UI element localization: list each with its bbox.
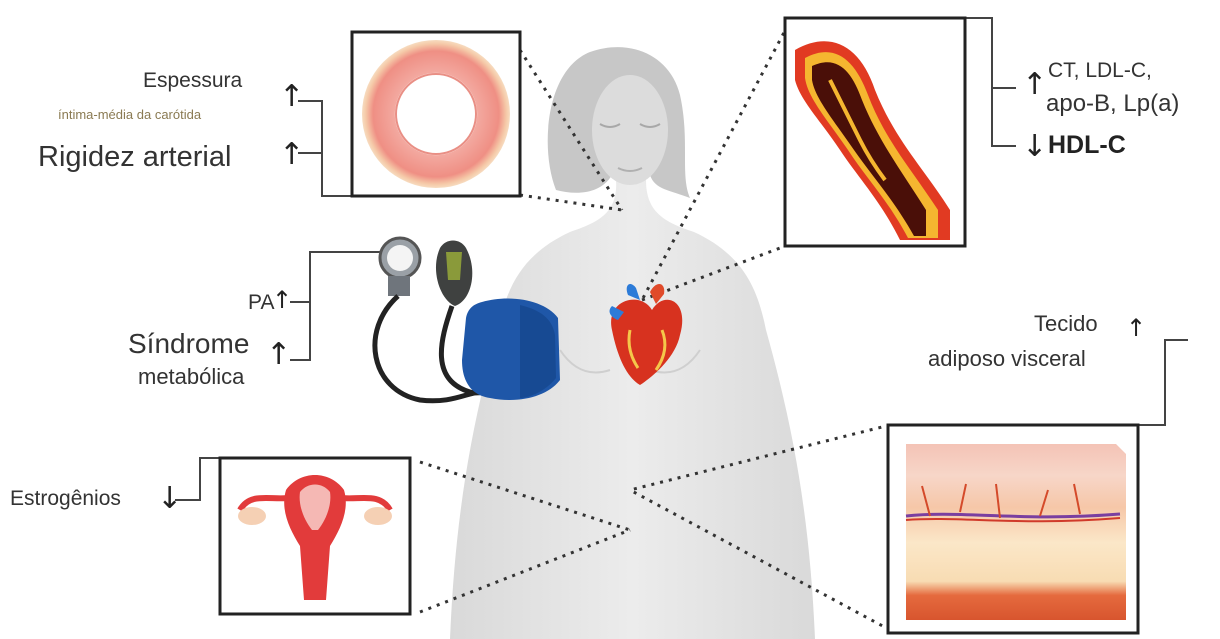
label-pa: PA xyxy=(248,292,274,313)
adipose-panel xyxy=(888,425,1138,633)
label-ct-ldl: CT, LDL-C, xyxy=(1048,60,1152,81)
artery-panel xyxy=(785,18,965,246)
label-adiposo: adiposo visceral xyxy=(928,348,1086,370)
arrow-up-icon: ↑ xyxy=(1022,70,1047,100)
label-espessura: Espessura xyxy=(143,70,242,91)
uterus-panel xyxy=(220,458,410,614)
arrow-down-icon: ↓ xyxy=(1022,132,1047,162)
arrow-down-icon: ↓ xyxy=(157,484,182,514)
arrow-up-icon: ↑ xyxy=(279,140,304,170)
label-rigidez: Rigidez arterial xyxy=(38,143,231,172)
arrow-up-icon: ↑ xyxy=(272,288,292,312)
label-estrogenios: Estrogênios xyxy=(10,488,121,509)
label-apob-lpa: apo-B, Lp(a) xyxy=(1046,92,1179,116)
carotid-panel xyxy=(352,32,520,196)
label-tecido: Tecido xyxy=(1034,313,1098,335)
label-intima-media: íntima-média da carótida xyxy=(58,108,201,121)
arrow-up-icon: ↑ xyxy=(279,82,304,112)
arrow-up-icon: ↑ xyxy=(1126,316,1146,340)
arrow-up-icon: ↑ xyxy=(266,340,291,370)
label-metabolica: metabólica xyxy=(138,366,244,388)
label-sindrome: Síndrome xyxy=(128,330,249,358)
label-hdl: HDL-C xyxy=(1048,133,1126,158)
